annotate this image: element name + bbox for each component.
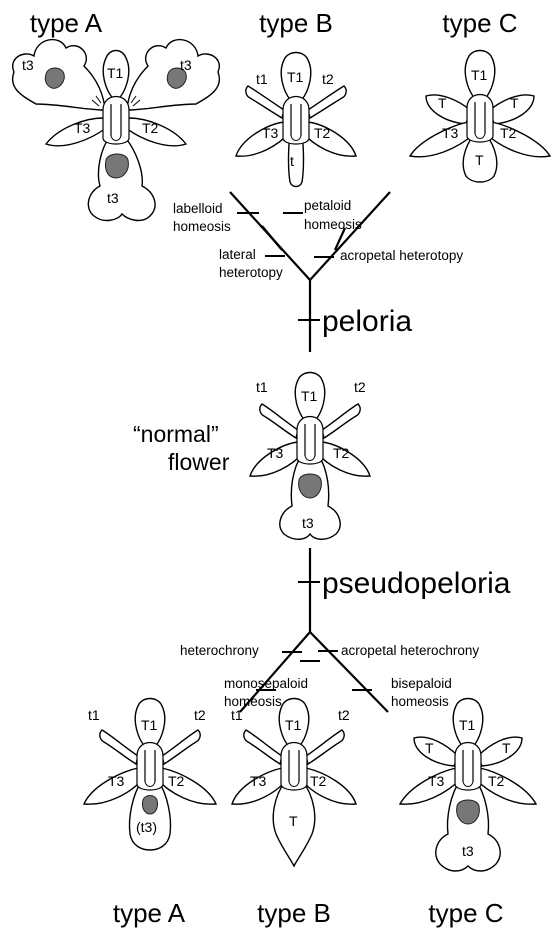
top-c-T2: T2 bbox=[500, 125, 517, 141]
top-c-T3: T3 bbox=[442, 125, 459, 141]
peloria-label-acropetal-heterotopy: acropetal heterotopy bbox=[340, 248, 463, 263]
peloria-label-petaloid: petaloid bbox=[304, 198, 351, 213]
bottom-type-a-title: type A bbox=[113, 898, 186, 928]
bottom-a-T2: T2 bbox=[168, 773, 185, 789]
peloria-label-homeosis-left: homeosis bbox=[173, 219, 231, 234]
bottom-c-T-left: T bbox=[425, 740, 434, 756]
bottom-c-T1: T1 bbox=[459, 717, 476, 733]
peloria-label-homeosis-right: homeosis bbox=[304, 217, 362, 232]
bottom-c-T2: T2 bbox=[488, 773, 505, 789]
bottom-b-T1: T1 bbox=[285, 717, 302, 733]
peloria-label-labelloid: labelloid bbox=[173, 201, 223, 216]
pseudo-label-acropetal-heterochrony: acropetal heterochrony bbox=[341, 643, 479, 658]
bottom-b-t1: t1 bbox=[231, 707, 243, 723]
bottom-c-T3: T3 bbox=[428, 773, 445, 789]
bottom-type-b-title: type B bbox=[257, 898, 331, 928]
top-type-b-title: type B bbox=[259, 8, 333, 38]
bottom-b-t2: t2 bbox=[338, 707, 350, 723]
normal-t1: t1 bbox=[256, 379, 268, 395]
top-b-t: t bbox=[290, 153, 294, 169]
bottom-a-t1: t1 bbox=[88, 707, 100, 723]
bottom-a-t3: (t3) bbox=[136, 819, 157, 835]
normal-T2: T2 bbox=[333, 445, 350, 461]
top-b-t1: t1 bbox=[256, 71, 268, 87]
top-a-t3-lip: t3 bbox=[107, 190, 119, 206]
top-type-a-title: type A bbox=[30, 8, 103, 38]
bottom-c-T-right: T bbox=[502, 740, 511, 756]
normal-caption-line1: “normal” bbox=[133, 421, 219, 447]
top-c-T-left: T bbox=[438, 95, 447, 111]
normal-caption-line2: flower bbox=[168, 449, 230, 475]
bottom-b-T3: T3 bbox=[250, 773, 267, 789]
pseudo-label-monosepaloid: monosepaloid bbox=[224, 676, 308, 691]
normal-t2: t2 bbox=[354, 379, 366, 395]
bottom-type-c-title: type C bbox=[428, 898, 503, 928]
normal-t3: t3 bbox=[302, 515, 314, 531]
top-c-T1: T1 bbox=[471, 67, 488, 83]
top-a-T2: T2 bbox=[142, 120, 159, 136]
top-b-t2: t2 bbox=[322, 71, 334, 87]
top-c-T-lip: T bbox=[475, 152, 484, 168]
top-a-t3-left: t3 bbox=[22, 57, 34, 73]
top-a-T3: T3 bbox=[74, 120, 91, 136]
top-type-c-title: type C bbox=[442, 8, 517, 38]
bottom-b-T-lip: T bbox=[289, 813, 298, 829]
top-a-t3-right: t3 bbox=[180, 57, 192, 73]
top-b-T1: T1 bbox=[287, 69, 304, 85]
bottom-a-T1: T1 bbox=[141, 717, 158, 733]
bottom-b-T2: T2 bbox=[310, 773, 327, 789]
peloria-label-lateral: lateral bbox=[219, 247, 256, 262]
pseudo-label-homeosis-right: homeosis bbox=[391, 694, 449, 709]
pseudo-label-heterochrony: heterochrony bbox=[180, 643, 259, 658]
top-a-T1: T1 bbox=[107, 65, 124, 81]
bottom-c-t3: t3 bbox=[462, 843, 474, 859]
top-b-T2: T2 bbox=[314, 125, 331, 141]
bottom-a-t2: t2 bbox=[194, 707, 206, 723]
peloria-label-heterotopy: heterotopy bbox=[219, 265, 283, 280]
peloria-title: peloria bbox=[322, 305, 412, 338]
normal-T1: T1 bbox=[301, 388, 318, 404]
bottom-a-T3: T3 bbox=[108, 773, 125, 789]
top-c-T-right: T bbox=[510, 95, 519, 111]
normal-T3: T3 bbox=[267, 445, 284, 461]
top-b-T3: T3 bbox=[262, 125, 279, 141]
pseudo-label-bisepaloid: bisepaloid bbox=[391, 676, 452, 691]
pseudopeloria-title: pseudopeloria bbox=[322, 567, 511, 600]
